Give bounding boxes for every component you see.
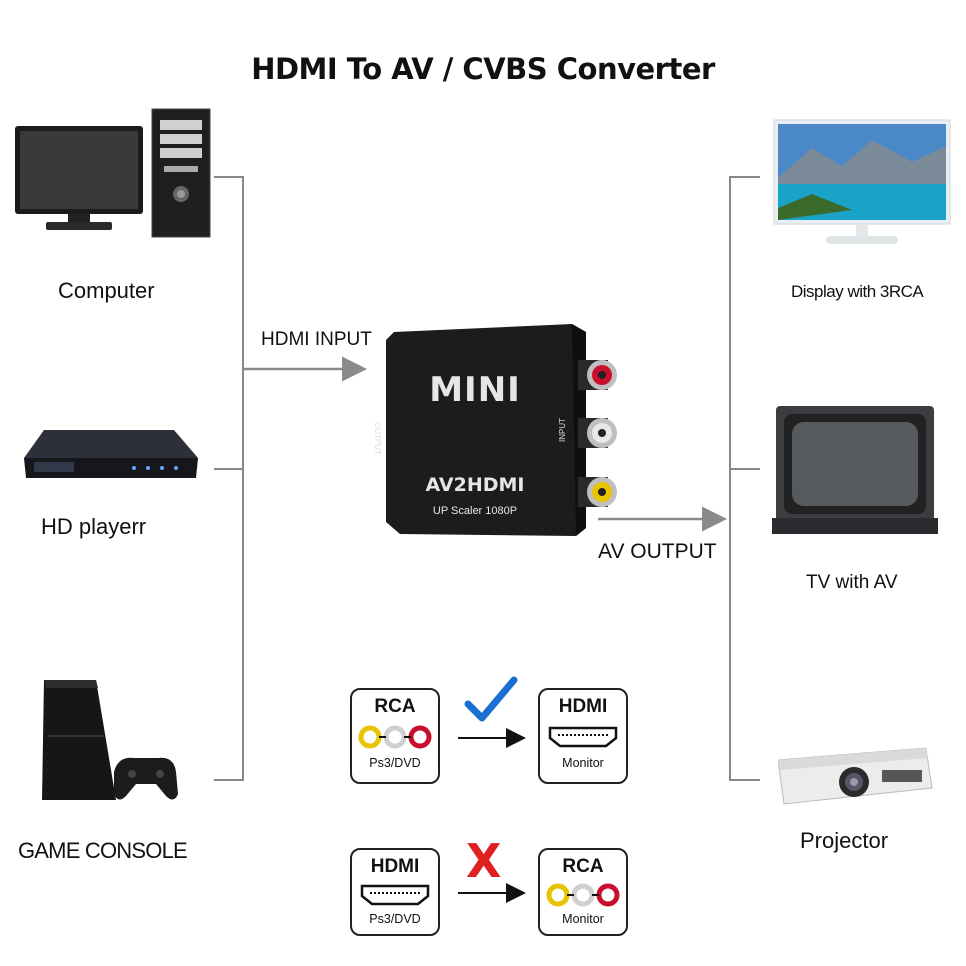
device-brand: MINI <box>429 370 521 410</box>
av-output-label: AV OUTPUT <box>598 540 717 563</box>
computer-icon <box>12 106 212 241</box>
compat-box-label: RCA <box>562 856 604 877</box>
source-label-game-console: GAME CONSOLE <box>18 838 188 863</box>
hdmi-connector-icon <box>360 884 430 906</box>
hdmi-input-label: HDMI INPUT <box>261 329 372 350</box>
compat-box-caption: Ps3/DVD <box>369 756 421 770</box>
projector-icon <box>778 744 934 810</box>
compat-box-label: HDMI <box>558 696 608 717</box>
device-model: AV2HDMI <box>425 474 525 496</box>
rca-connector-icon <box>358 725 432 749</box>
x-mark-icon: X <box>466 834 502 888</box>
device-subtitle: UP Scaler 1080P <box>432 505 518 517</box>
rca-jack-red <box>578 360 617 390</box>
display-monitor-icon <box>772 118 954 252</box>
rca-connector-icon <box>546 883 620 907</box>
right-bracket-line <box>729 176 760 781</box>
compat-box-label: HDMI <box>370 856 420 877</box>
rca-jack-white <box>578 418 617 448</box>
crt-tv-icon <box>772 402 938 542</box>
compat-box-caption: Ps3/DVD <box>369 912 421 926</box>
output-label-tv: TV with AV <box>806 572 898 593</box>
game-console-icon <box>34 676 184 806</box>
output-label-projector: Projector <box>800 828 889 853</box>
page-title: HDMI To AV / CVBS Converter <box>251 52 715 86</box>
checkmark-icon <box>464 676 518 722</box>
compat-box-label: RCA <box>374 696 416 717</box>
left-bracket-line <box>214 176 244 781</box>
compat-box-caption: Monitor <box>562 912 604 926</box>
rca-jack-yellow <box>578 477 617 507</box>
av2hdmi-converter-device: MINI AV2HDMI UP Scaler 1080P OUTPUT INPU… <box>373 322 620 542</box>
compat-box-to-rca: RCA Monitor <box>538 848 628 936</box>
source-label-computer: Computer <box>58 278 155 303</box>
blu-ray-player-icon <box>24 428 200 484</box>
compat-box-from-rca: RCA Ps3/DVD <box>350 688 440 784</box>
compat-box-to-hdmi: HDMI Monitor <box>538 688 628 784</box>
hdmi-connector-icon <box>548 726 618 748</box>
compat-box-from-hdmi: HDMI Ps3/DVD <box>350 848 440 936</box>
output-label-display: Display with 3RCA <box>791 282 924 301</box>
source-label-hd-player: HD playerr <box>41 514 147 539</box>
device-input-port-label: INPUT <box>558 418 567 442</box>
device-output-port-label: OUTPUT <box>373 422 382 455</box>
compat-box-caption: Monitor <box>562 756 604 770</box>
